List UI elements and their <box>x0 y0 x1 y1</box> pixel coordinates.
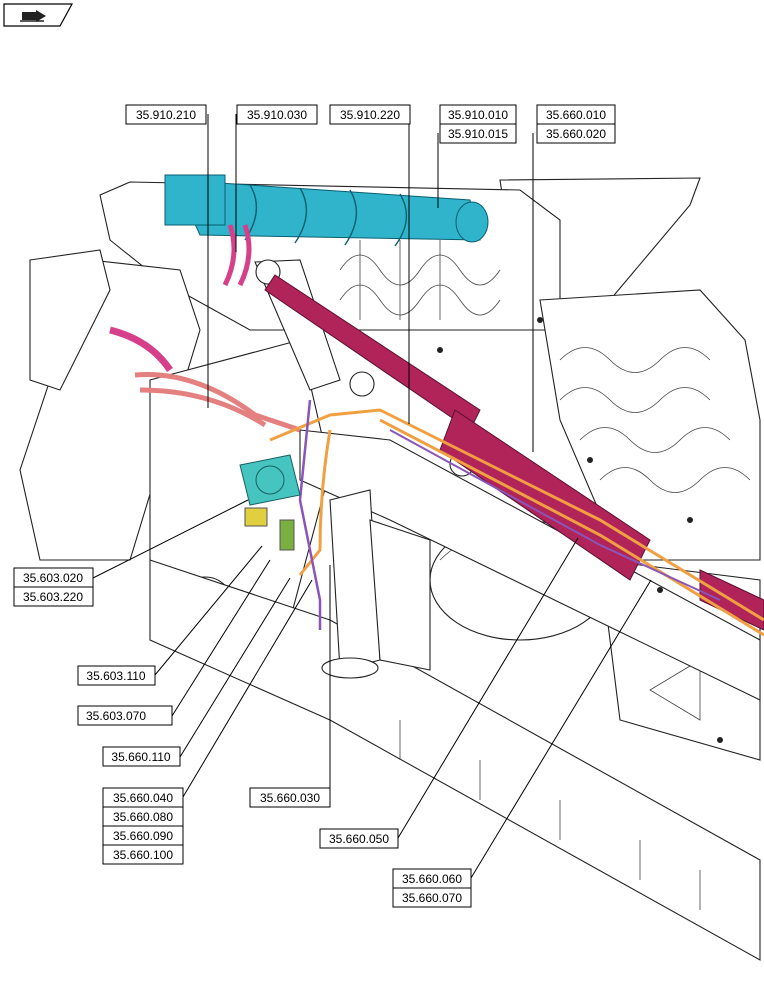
callout-35-660-050[interactable]: 35.660.050 <box>319 828 399 849</box>
callout-35-910-220[interactable]: 35.910.220 <box>329 104 411 125</box>
callout-label: 35.660.060 <box>402 872 462 886</box>
book-arrow-icon <box>20 10 46 22</box>
callout-35-660-030[interactable]: 35.660.030 <box>249 787 331 808</box>
callout-35-660-090[interactable]: 35.660.090 <box>102 825 184 846</box>
callout-labels: 35.910.210 35.910.030 35.910.220 35.910.… <box>13 104 616 908</box>
callout-35-660-080[interactable]: 35.660.080 <box>102 806 184 827</box>
callout-label: 35.660.040 <box>113 791 173 805</box>
callout-label: 35.603.070 <box>86 709 146 723</box>
callout-label: 35.660.010 <box>546 108 606 122</box>
callout-label: 35.910.030 <box>247 108 307 122</box>
callout-35-910-015[interactable]: 35.910.015 <box>439 123 517 144</box>
callout-35-603-110[interactable]: 35.603.110 <box>77 665 156 686</box>
upper-auger-flights <box>339 240 501 320</box>
nav-button[interactable] <box>3 3 74 27</box>
callout-label: 35.660.070 <box>402 891 462 905</box>
callout-35-603-020[interactable]: 35.603.020 <box>13 567 94 588</box>
callout-35-910-030[interactable]: 35.910.030 <box>236 104 318 125</box>
callout-label: 35.910.015 <box>448 127 508 141</box>
callout-label: 35.910.220 <box>340 108 400 122</box>
right-auger-flights <box>559 347 751 493</box>
callout-label: 35.660.020 <box>546 127 606 141</box>
callout-35-603-220[interactable]: 35.603.220 <box>13 586 94 607</box>
callout-label: 35.660.110 <box>111 750 170 764</box>
callout-35-660-100[interactable]: 35.660.100 <box>102 844 184 865</box>
callout-35-603-070[interactable]: 35.603.070 <box>77 705 173 726</box>
callout-35-660-060[interactable]: 35.660.060 <box>392 868 472 889</box>
callout-label: 35.910.010 <box>448 108 508 122</box>
callout-label: 35.660.030 <box>260 791 320 805</box>
header-illustration <box>19 177 761 961</box>
callout-35-660-040[interactable]: 35.660.040 <box>102 787 184 808</box>
callout-35-660-020[interactable]: 35.660.020 <box>536 123 616 144</box>
callout-label: 35.603.220 <box>23 590 83 604</box>
callout-label: 35.660.100 <box>113 848 173 862</box>
callout-35-910-210[interactable]: 35.910.210 <box>125 104 207 125</box>
auger-cyan <box>164 174 489 247</box>
callout-label: 35.660.090 <box>113 829 173 843</box>
callout-35-910-010[interactable]: 35.910.010 <box>439 104 517 125</box>
callout-label: 35.910.210 <box>136 108 196 122</box>
callout-35-660-010[interactable]: 35.660.010 <box>536 104 616 125</box>
leader-lines <box>92 114 652 879</box>
callout-label: 35.660.080 <box>113 810 173 824</box>
callout-35-660-070[interactable]: 35.660.070 <box>392 887 472 908</box>
callout-label: 35.603.110 <box>86 669 145 683</box>
callout-label: 35.603.020 <box>23 571 83 585</box>
hydraulic-components <box>109 174 764 637</box>
callout-label: 35.660.050 <box>329 832 389 846</box>
callout-35-660-110[interactable]: 35.660.110 <box>102 746 181 767</box>
